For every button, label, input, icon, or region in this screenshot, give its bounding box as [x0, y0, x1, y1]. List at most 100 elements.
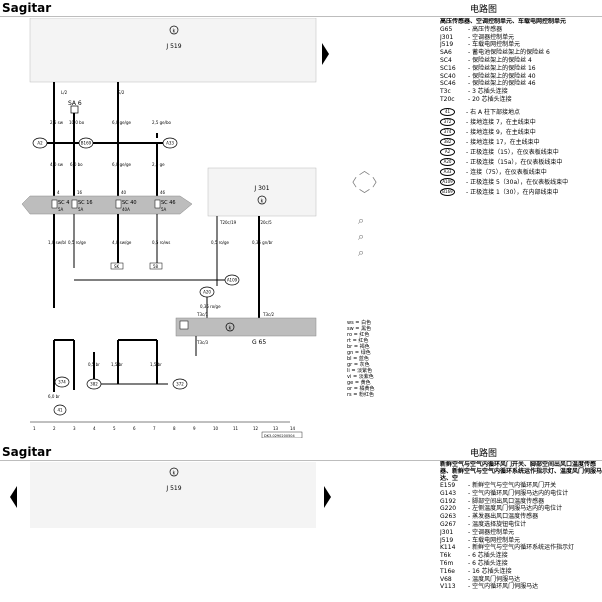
legend-item: J519- 车载电网控制单元 — [440, 41, 521, 49]
svg-text:40: 40 — [121, 190, 127, 195]
legend-circle-item: A33- 连接（75），在仪表板线束中 — [440, 168, 602, 178]
circle-A2: A2 — [37, 141, 43, 146]
legend-item: G143- 空气内循环风门伺服马达内的电位计 — [440, 489, 569, 497]
legend-item: J301- 空调器控制单元 — [440, 33, 515, 41]
g65-label: G 65 — [252, 339, 266, 346]
g65-box — [175, 317, 317, 337]
legend-item: SC46- 保险丝架上的保险丝 46 — [440, 80, 536, 88]
svg-text:T20c/19: T20c/19 — [219, 220, 237, 225]
svg-text:0,35 gn/br: 0,35 gn/br — [252, 240, 273, 245]
svg-text:6,0 bo: 6,0 bo — [70, 162, 83, 167]
svg-text:41: 41 — [57, 408, 63, 413]
svg-text:4: 4 — [57, 190, 60, 195]
page-title-2: 电路图 — [470, 449, 498, 459]
legend-circle-item: 41- 右 A 柱下部接地点 — [440, 108, 602, 118]
legend-circle-item: 374- 接地连接 9，在主线束中 — [440, 128, 602, 138]
svg-text:k: k — [229, 326, 232, 332]
svg-text:10: 10 — [213, 426, 219, 431]
legend-item: SA6- 蓄电池保险丝架上的保险丝 6 — [440, 49, 550, 57]
svg-text:T3c/2: T3c/2 — [262, 312, 275, 317]
legend-item: T16e- 16 芯插头连接 — [440, 567, 512, 575]
wiring-diagram-1: k J 519 L/2 E/2 SA 6 2,5 sw 10,0 bo 6,0 … — [21, 18, 317, 438]
svg-text:1,5 br: 1,5 br — [111, 362, 123, 367]
wire-top-3: 6,0 ge/ge — [112, 120, 132, 125]
svg-text:4,0 sw/ge: 4,0 sw/ge — [112, 240, 132, 245]
svg-text:8: 8 — [173, 426, 176, 431]
legend-item: K114- 新鲜空气与空气内循环系统运作指示灯 — [440, 544, 575, 552]
fuse-sc46: SC 46 — [161, 200, 176, 206]
svg-text:6: 6 — [133, 426, 136, 431]
svg-text:2,5 ge: 2,5 ge — [152, 162, 165, 167]
fuse-panel — [21, 195, 193, 215]
j519-box-2 — [30, 462, 316, 528]
next-page-arrow-bottom[interactable] — [324, 486, 331, 508]
legend-item: J301- 空调器控制单元 — [440, 528, 515, 536]
legend-item: G267- 温度选择旋钮电位计 — [440, 520, 527, 528]
svg-text:k: k — [261, 199, 264, 205]
svg-text:4: 4 — [93, 426, 96, 431]
j519-ground-mark: k — [173, 29, 176, 35]
svg-text:40A: 40A — [122, 207, 130, 212]
sa6-label: SA 6 — [68, 100, 82, 107]
svg-text:6,0 ge/ge: 6,0 ge/ge — [112, 162, 132, 167]
pan-controls: ︿ 〈 〉 ﹀ — [346, 164, 386, 201]
legend-item: SC4- 保险丝架上的保险丝 4 — [440, 56, 532, 64]
svg-text:5A: 5A — [58, 207, 64, 212]
brand-label-2: Sagitar — [2, 445, 52, 459]
fuse-sc16: SC 16 — [78, 200, 93, 206]
legend-item: E159- 新鲜空气与空气内循环风门开关 — [440, 482, 557, 489]
zoom-icon[interactable]: ⌕ — [358, 214, 365, 227]
fuse-sc4: SC 4 — [58, 200, 69, 206]
legend-bottom: 新鲜空气与空气内循环风门开关、脚部空间出风口温度传感器、新鲜空气与空气内循环系统… — [440, 461, 602, 602]
top-header: Sagitar 电路图 — [0, 0, 602, 17]
pan-down-icon[interactable]: ﹀ — [359, 188, 370, 201]
legend-item: G192- 脚部空间出风口温度传感器 — [440, 497, 545, 505]
svg-text:16: 16 — [77, 190, 83, 195]
pan-left-icon[interactable]: 〈 — [346, 176, 357, 189]
svg-text:58: 58 — [153, 264, 159, 269]
zoom-out-icon[interactable]: ⌕ — [358, 246, 365, 259]
next-page-arrow-top[interactable] — [322, 43, 329, 65]
pan-up-icon[interactable]: ︿ — [359, 164, 370, 177]
svg-text:9: 9 — [193, 426, 196, 431]
j519-label: J 519 — [165, 43, 181, 50]
circle-B169: B169 — [81, 141, 92, 146]
legend-circle-item: A20- 正极连接（15a），在仪表板线束中 — [440, 158, 602, 168]
prev-page-arrow[interactable] — [10, 486, 17, 508]
svg-text:372: 372 — [176, 382, 184, 387]
legend-item: J519- 车载电网控制单元 — [440, 536, 521, 544]
pan-right-icon[interactable]: 〉 — [372, 176, 383, 189]
legend-item: T3c- 3 芯插头连接 — [440, 88, 508, 96]
legend-circle-item: 372- 接地连接 7，在主线束中 — [440, 118, 602, 128]
svg-text:1,5 br: 1,5 br — [150, 362, 162, 367]
legend-item: T20c- 20 芯插头连接 — [440, 95, 512, 103]
brand-label: Sagitar — [2, 1, 52, 15]
legend-item: SC16- 保险丝架上的保险丝 16 — [440, 64, 536, 72]
svg-text:5: 5 — [113, 426, 116, 431]
svg-text:0,5 br: 0,5 br — [88, 362, 100, 367]
svg-text:6,0 br: 6,0 br — [48, 394, 60, 399]
j301-label: J 301 — [253, 185, 269, 192]
legend-item: SC40- 保险丝架上的保险丝 40 — [440, 72, 536, 80]
zoom-in-icon[interactable]: ⌕ — [358, 230, 365, 243]
svg-text:382: 382 — [90, 382, 98, 387]
svg-text:11: 11 — [233, 426, 239, 431]
legend-item: G65- 高压传感器 — [440, 25, 503, 33]
svg-text:SK: SK — [114, 264, 120, 269]
svg-text:374: 374 — [58, 380, 66, 385]
legend-circle-item: B169- 正极连接 1（30），在内部线束中 — [440, 188, 602, 198]
svg-text:46: 46 — [160, 190, 166, 195]
legend-top: 高压传感器、空调控制单元、车载电网控制单元 G65- 高压传感器 J301- 空… — [440, 18, 602, 198]
legend-title: 高压传感器、空调控制单元、车载电网控制单元 — [440, 18, 567, 25]
legend-item: T6k- 6 芯插头连接 — [440, 552, 508, 560]
wiring-diagram-2: k J 519 — [165, 467, 182, 492]
bottom-header: Sagitar 电路图 — [0, 444, 602, 461]
legend-circle-item: A2- 正极连接（15），在仪表板线束中 — [440, 148, 602, 158]
legend-title-2: 新鲜空气与空气内循环风门开关、脚部空间出风口温度传感器、新鲜空气与空气内循环系统… — [440, 461, 602, 482]
axis-labels: 1 2 3 4 5 6 7 8 9 10 11 12 13 14 — [33, 426, 296, 431]
circle-A33: A33 — [166, 141, 174, 146]
svg-text:1: 1 — [33, 426, 36, 431]
wire-top-4: 2,5 ge/bo — [152, 120, 172, 125]
svg-text:A20: A20 — [203, 290, 211, 295]
legend-item: T6m- 6 芯插头连接 — [440, 559, 508, 567]
